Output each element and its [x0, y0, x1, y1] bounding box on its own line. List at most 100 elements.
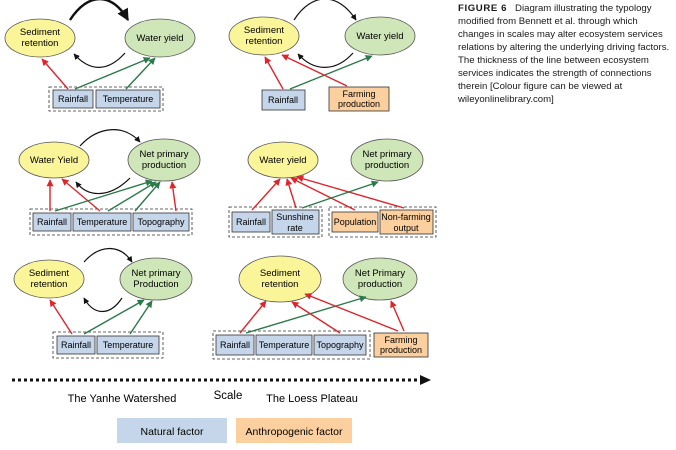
legend: Natural factor Anthropogenic factor [117, 418, 352, 443]
factor-box [56, 335, 96, 355]
factor-box [255, 334, 313, 356]
factor-box [313, 334, 367, 356]
scale-start-label: The Yanhe Watershed [68, 393, 177, 405]
relation-arrow [293, 0, 357, 21]
service-node [13, 259, 85, 299]
driver-arrow [129, 300, 153, 335]
factor-box [72, 212, 132, 232]
scale-end-label: The Loess Plateau [266, 393, 358, 405]
driver-arrow [285, 178, 297, 209]
driver-arrow [245, 295, 367, 334]
driver-arrow [125, 57, 156, 90]
factor-label: Temperature [103, 340, 154, 350]
driver-arrow [49, 299, 73, 335]
driver-arrow [296, 175, 405, 209]
factor-box [328, 86, 390, 112]
service-node [4, 18, 76, 58]
factor-label: Rainfall [37, 217, 67, 227]
factor-box [52, 89, 94, 109]
driver-arrow [169, 181, 177, 212]
scale-axis: Scale The Yanhe Watershed The Loess Plat… [12, 375, 431, 405]
legend-anthropogenic-swatch [236, 418, 352, 443]
service-node [127, 138, 201, 182]
factor-label: Rainfall [220, 340, 250, 350]
driver-arrow [83, 299, 145, 335]
factor-label: Rainfall [61, 340, 91, 350]
factor-label: Population [334, 217, 377, 227]
driver-arrow [301, 180, 379, 209]
factor-box [96, 335, 160, 355]
factor-group [228, 206, 323, 238]
factor-box [261, 89, 306, 111]
relation-arrow [73, 52, 126, 68]
factor-box [331, 211, 379, 233]
service-node [124, 18, 196, 58]
driver-arrow [239, 300, 267, 334]
legend-anthropogenic-label: Anthropogenic factor [246, 426, 343, 438]
relation-arrow [83, 248, 133, 263]
relation-arrow [297, 52, 354, 68]
service-node [342, 257, 418, 301]
factor-label: Temperature [103, 94, 154, 104]
service-node [247, 141, 319, 179]
driver-arrow [264, 56, 284, 90]
factor-label: Topography [316, 340, 364, 350]
factor-box [95, 89, 161, 109]
driver-arrow [289, 55, 373, 90]
driver-arrow [390, 300, 405, 332]
factor-box [373, 332, 429, 358]
relation-arrow [68, 0, 130, 22]
factor-box [132, 212, 190, 232]
factor-box [271, 209, 320, 235]
factor-box [32, 212, 72, 232]
service-node [119, 257, 193, 301]
relation-arrow [75, 177, 131, 195]
factor-label: Topography [137, 217, 185, 227]
factor-box [231, 211, 271, 233]
driver-arrow [61, 178, 101, 212]
driver-arrow [281, 54, 348, 87]
legend-natural-label: Natural factor [140, 426, 204, 438]
factor-box [215, 334, 255, 356]
driver-arrow [134, 181, 161, 212]
service-label: Water yield [136, 33, 183, 44]
service-node [350, 138, 424, 182]
driver-arrow [54, 179, 153, 212]
caption-text: Diagram illustrating the typology modifi… [458, 3, 670, 105]
driver-arrow [251, 178, 281, 211]
driver-arrow [304, 293, 399, 332]
service-node [238, 255, 322, 303]
relation-arrow [83, 297, 123, 313]
scale-arrow-head [420, 375, 431, 385]
service-label: Water Yield [30, 155, 78, 166]
driver-arrow [74, 57, 151, 90]
scale-label: Scale [214, 390, 243, 402]
factor-group [52, 331, 164, 359]
legend-natural-swatch [117, 418, 227, 443]
driver-arrow [290, 177, 356, 211]
factor-label: Rainfall [268, 95, 298, 105]
factor-group [328, 206, 437, 238]
service-node [18, 141, 90, 179]
factor-label: Rainfall [236, 217, 266, 227]
factor-label: Rainfall [58, 94, 88, 104]
factor-box [379, 209, 434, 235]
driver-arrow [41, 58, 69, 90]
